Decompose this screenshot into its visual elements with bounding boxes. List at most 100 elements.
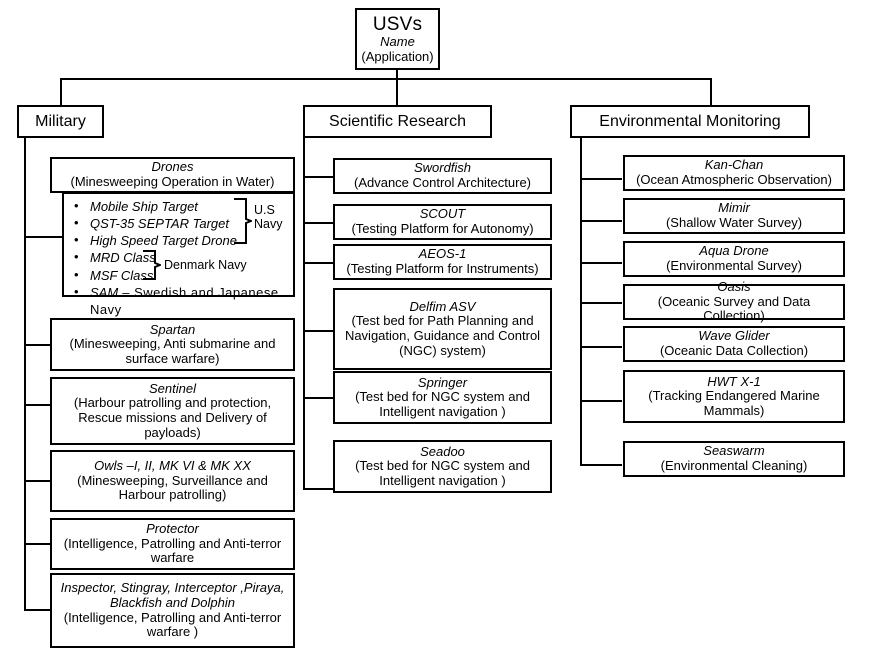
branch-sci-seadoo — [303, 488, 335, 490]
category-military[interactable]: Military — [17, 105, 104, 138]
leaf-mimir-application: (Shallow Water Survey) — [665, 215, 803, 230]
leaf-delfim-asv-name: Delfim ASV — [409, 298, 476, 314]
drones-bullet-list: Mobile Ship Target QST-35 SEPTAR Target … — [62, 192, 295, 317]
connector-root-drop — [396, 70, 398, 80]
branch-military-sentinel — [24, 404, 52, 406]
branch-env-aquadrone — [580, 262, 622, 264]
list-item: Mobile Ship Target — [72, 197, 287, 215]
leaf-protector-name: Protector — [146, 521, 199, 537]
leaf-oasis-application: (Oceanic Survey and Data Collection) — [657, 293, 811, 324]
branch-military-drones — [24, 236, 64, 238]
branch-military-spartan — [24, 344, 52, 346]
leaf-scout[interactable]: SCOUT (Testing Platform for Autonomy) — [333, 204, 552, 240]
branch-sci-scout — [303, 222, 335, 224]
brace-denmark-navy-icon — [143, 250, 161, 280]
root-node-usvs[interactable]: USVs Name (Application) — [355, 8, 440, 70]
branch-env-mimir — [580, 220, 622, 222]
leaf-kan-chan[interactable]: Kan-Chan (Ocean Atmospheric Observation) — [623, 155, 845, 191]
brace-us-navy-icon — [234, 198, 252, 244]
leaf-spartan-name: Spartan — [149, 321, 196, 337]
leaf-wave-glider-application: (Oceanic Data Collection) — [659, 343, 809, 358]
branch-military-protector — [24, 543, 52, 545]
leaf-inspector-group-application: (Intelligence, Patrolling and Anti-terro… — [63, 609, 282, 640]
category-environmental-monitoring[interactable]: Environmental Monitoring — [570, 105, 810, 138]
branch-env-hwtx1 — [580, 400, 622, 402]
leaf-drones-name: Drones — [151, 159, 194, 175]
leaf-wave-glider-name: Wave Glider — [698, 328, 770, 344]
category-scientific-research[interactable]: Scientific Research — [303, 105, 492, 138]
leaf-swordfish-application: (Advance Control Architecture) — [353, 175, 532, 190]
leaf-owls[interactable]: Owls –I, II, MK VI & MK XX (Minesweeping… — [50, 450, 295, 512]
connector-drop-scientific — [396, 78, 398, 105]
list-item: MSF Class — [72, 266, 287, 284]
leaf-springer-application: (Test bed for NGC system and Intelligent… — [355, 389, 530, 419]
leaf-sentinel-name: Sentinel — [149, 380, 196, 396]
list-item: MRD Class — [72, 248, 287, 266]
branch-env-oasis — [580, 302, 622, 304]
leaf-oasis-name: Oasis — [717, 279, 751, 295]
leaf-seadoo-application: (Test bed for NGC system and Intelligent… — [355, 458, 530, 488]
branch-env-waveglider — [580, 346, 622, 348]
leaf-seaswarm-name: Seaswarm — [703, 443, 765, 459]
leaf-aqua-drone-application: (Environmental Survey) — [666, 258, 802, 273]
branch-military-inspector — [24, 609, 52, 611]
leaf-seaswarm-application: (Environmental Cleaning) — [660, 458, 808, 473]
spine-military — [24, 138, 26, 611]
category-scientific-research-label: Scientific Research — [329, 112, 466, 130]
leaf-owls-application: (Minesweeping, Surveillance and Harbour … — [77, 472, 268, 503]
leaf-owls-name: Owls –I, II, MK VI & MK XX — [94, 458, 251, 474]
leaf-delfim-asv-application: (Test bed for Path Planning and Navigati… — [344, 313, 541, 358]
leaf-hwt-x1-name: HWT X-1 — [707, 373, 761, 389]
leaf-oasis[interactable]: Oasis (Oceanic Survey and Data Collectio… — [623, 280, 845, 323]
group-label-denmark-navy: Denmark Navy — [164, 258, 247, 272]
leaf-seadoo-name: Seadoo — [420, 443, 465, 459]
root-subtitle-application: (Application) — [361, 48, 434, 64]
leaf-drones[interactable]: Drones (Minesweeping Operation in Water) — [50, 157, 295, 193]
leaf-protector[interactable]: Protector (Intelligence, Patrolling and … — [50, 518, 295, 570]
leaf-spartan-application: (Minesweeping, Anti submarine and surfac… — [69, 336, 276, 366]
leaf-aqua-drone[interactable]: Aqua Drone (Environmental Survey) — [623, 241, 845, 277]
category-environmental-monitoring-label: Environmental Monitoring — [599, 112, 781, 130]
leaf-springer-name: Springer — [417, 374, 468, 390]
list-item: SAM – Swedish and Japanese Navy — [72, 283, 287, 318]
list-item: QST-35 SEPTAR Target — [72, 214, 287, 232]
leaf-inspector-group[interactable]: Inspector, Stingray, Interceptor ,Piraya… — [50, 573, 295, 648]
connector-drop-military — [60, 78, 62, 105]
leaf-protector-application: (Intelligence, Patrolling and Anti-terro… — [63, 535, 282, 566]
leaf-inspector-group-name: Inspector, Stingray, Interceptor ,Piraya… — [60, 580, 285, 610]
leaf-sentinel-application: (Harbour patrolling and protection, Resc… — [73, 395, 272, 440]
branch-military-owls — [24, 480, 52, 482]
leaf-aeos1-name: AEOS-1 — [418, 246, 467, 262]
leaf-seaswarm[interactable]: Seaswarm (Environmental Cleaning) — [623, 441, 845, 477]
leaf-seadoo[interactable]: Seadoo (Test bed for NGC system and Inte… — [333, 440, 552, 493]
spine-scientific — [303, 138, 305, 490]
leaf-wave-glider[interactable]: Wave Glider (Oceanic Data Collection) — [623, 326, 845, 362]
group-label-us-navy: U.S Navy — [254, 203, 283, 231]
leaf-swordfish[interactable]: Swordfish (Advance Control Architecture) — [333, 158, 552, 194]
connector-drop-environmental — [710, 78, 712, 105]
branch-sci-swordfish — [303, 176, 335, 178]
leaf-mimir[interactable]: Mimir (Shallow Water Survey) — [623, 198, 845, 234]
leaf-swordfish-name: Swordfish — [413, 160, 472, 176]
leaf-scout-application: (Testing Platform for Autonomy) — [351, 221, 534, 236]
leaf-drones-application: (Minesweeping Operation in Water) — [70, 174, 275, 189]
leaf-scout-name: SCOUT — [419, 206, 466, 222]
root-title: USVs — [372, 13, 423, 35]
leaf-springer[interactable]: Springer (Test bed for NGC system and In… — [333, 371, 552, 424]
leaf-kan-chan-name: Kan-Chan — [704, 157, 764, 173]
branch-env-kanchan — [580, 178, 622, 180]
leaf-hwt-x1[interactable]: HWT X-1 (Tracking Endangered Marine Mamm… — [623, 370, 845, 423]
leaf-aqua-drone-name: Aqua Drone — [699, 243, 769, 259]
root-subtitle-name: Name — [380, 34, 415, 50]
branch-env-seaswarm — [580, 464, 622, 466]
leaf-sentinel[interactable]: Sentinel (Harbour patrolling and protect… — [50, 377, 295, 445]
leaf-aeos1-application: (Testing Platform for Instruments) — [346, 261, 539, 276]
branch-sci-aeos1 — [303, 262, 335, 264]
category-military-label: Military — [35, 112, 86, 130]
leaf-aeos1[interactable]: AEOS-1 (Testing Platform for Instruments… — [333, 244, 552, 280]
leaf-spartan[interactable]: Spartan (Minesweeping, Anti submarine an… — [50, 318, 295, 371]
branch-sci-springer — [303, 397, 335, 399]
leaf-hwt-x1-application: (Tracking Endangered Marine Mammals) — [648, 388, 820, 418]
leaf-delfim-asv[interactable]: Delfim ASV (Test bed for Path Planning a… — [333, 288, 552, 370]
